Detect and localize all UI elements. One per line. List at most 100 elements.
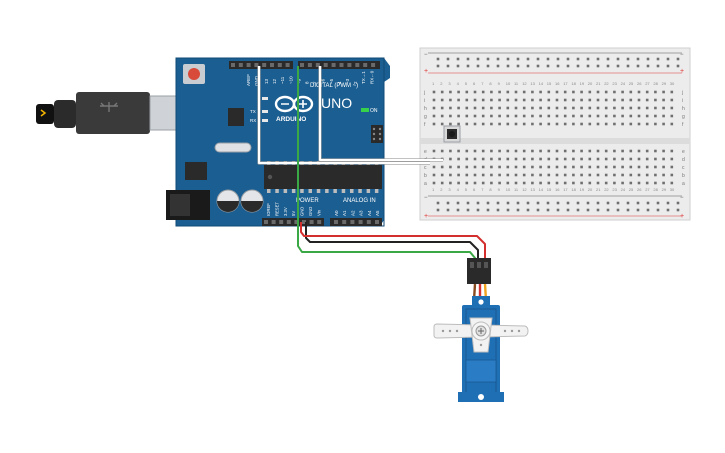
rail-hole (456, 201, 460, 205)
breadboard-hole (604, 149, 608, 153)
rail-hole (476, 208, 480, 212)
row-letter: d (682, 157, 685, 163)
breadboard-hole (539, 98, 542, 102)
chip-pin (325, 189, 329, 193)
rail-hole (646, 57, 650, 61)
breadboard-hole (580, 165, 583, 169)
pushbutton[interactable] (443, 125, 461, 143)
breadboard-hole (432, 149, 436, 153)
column-number: 11 (514, 81, 519, 86)
rail-hole (436, 208, 440, 212)
row-letter: f (424, 122, 426, 128)
breadboard-hole (621, 181, 624, 185)
breadboard-hole (645, 114, 649, 118)
usb-cable[interactable] (36, 92, 181, 134)
breadboard-hole (506, 149, 510, 153)
pin-hole (350, 220, 355, 224)
column-number: 6 (473, 187, 476, 192)
pin-hole (270, 63, 274, 67)
pin-hole (262, 63, 267, 67)
breadboard-hole (580, 181, 583, 185)
reset-button[interactable] (183, 64, 205, 84)
power-jack[interactable] (166, 190, 210, 220)
rail-hole (666, 208, 670, 212)
breadboard-hole (613, 165, 616, 169)
column-number: 10 (506, 187, 511, 192)
rail-hole (576, 201, 580, 205)
breadboard-hole (465, 149, 469, 153)
rail-hole (576, 57, 580, 61)
breadboard-hole (506, 181, 510, 185)
breadboard-hole (531, 106, 534, 110)
pin-hole (271, 220, 276, 224)
breadboard-hole (604, 173, 608, 177)
breadboard-hole (637, 181, 641, 185)
breadboard-hole (449, 165, 452, 169)
breadboard-hole (555, 165, 559, 169)
breadboard-hole (506, 122, 510, 126)
breadboard-hole (522, 106, 526, 110)
analog-pin-label: A0 (334, 210, 339, 216)
breadboard-hole (457, 106, 460, 110)
breadboard-hole (604, 157, 608, 161)
column-number: 4 (457, 187, 460, 192)
breadboard-hole (506, 157, 510, 161)
rail-hole (526, 201, 530, 205)
rail-hole (516, 201, 520, 205)
column-number: 16 (555, 187, 560, 192)
breadboard-hole (473, 90, 477, 94)
breadboard-hole (629, 90, 633, 94)
column-number: 18 (571, 81, 576, 86)
column-number: 5 (465, 187, 468, 192)
rail-hole (676, 201, 680, 205)
usb-plug-body (76, 92, 150, 134)
breadboard-column-numbers: 1122334455667788991010111112121313141415… (432, 81, 675, 192)
white-wire (319, 66, 443, 161)
breadboard-hole (465, 98, 469, 102)
rail-hole (586, 64, 590, 68)
rail-hole (516, 208, 520, 212)
chip-pin (333, 189, 337, 193)
breadboard-hole (572, 181, 575, 185)
rail-hole (666, 57, 670, 61)
breadboard-hole (629, 173, 633, 177)
icsp-header (371, 125, 383, 143)
pin-hole (264, 220, 268, 224)
servo-horn[interactable] (433, 317, 529, 353)
servo-connector[interactable] (467, 258, 491, 284)
breadboard-hole (662, 106, 665, 110)
breadboard-hole (555, 114, 559, 118)
rail-hole (436, 201, 440, 205)
column-number: 28 (653, 81, 658, 86)
row-letter: c (682, 165, 685, 171)
breadboard-hole (449, 181, 452, 185)
breadboard-hole (596, 106, 600, 110)
chip-pin (267, 189, 271, 193)
column-number: 14 (539, 81, 544, 86)
row-letter: j (681, 90, 683, 96)
breadboard-hole (490, 122, 493, 126)
breadboard-hole (514, 165, 518, 169)
breadboard-hole (662, 165, 665, 169)
chip-pin (341, 189, 346, 193)
row-letter: h (682, 106, 685, 112)
breadboard-hole (465, 173, 469, 177)
rail-hole (596, 201, 600, 205)
breadboard-hole (572, 90, 575, 94)
breadboard-hole (580, 173, 583, 177)
breadboard-hole (654, 173, 657, 177)
breadboard-hole (498, 149, 501, 153)
breadboard-hole (490, 173, 493, 177)
breadboard-hole (522, 149, 526, 153)
breadboard-hole (481, 90, 485, 94)
breadboard-hole (457, 122, 460, 126)
rail-hole (646, 64, 650, 68)
servo-motor[interactable] (433, 258, 529, 402)
breadboard-hole (670, 114, 674, 118)
digital-pin-label: TX→1 (361, 71, 366, 84)
breadboard-hole (539, 181, 542, 185)
rail-hole (636, 64, 640, 68)
rail-hole (536, 208, 540, 212)
